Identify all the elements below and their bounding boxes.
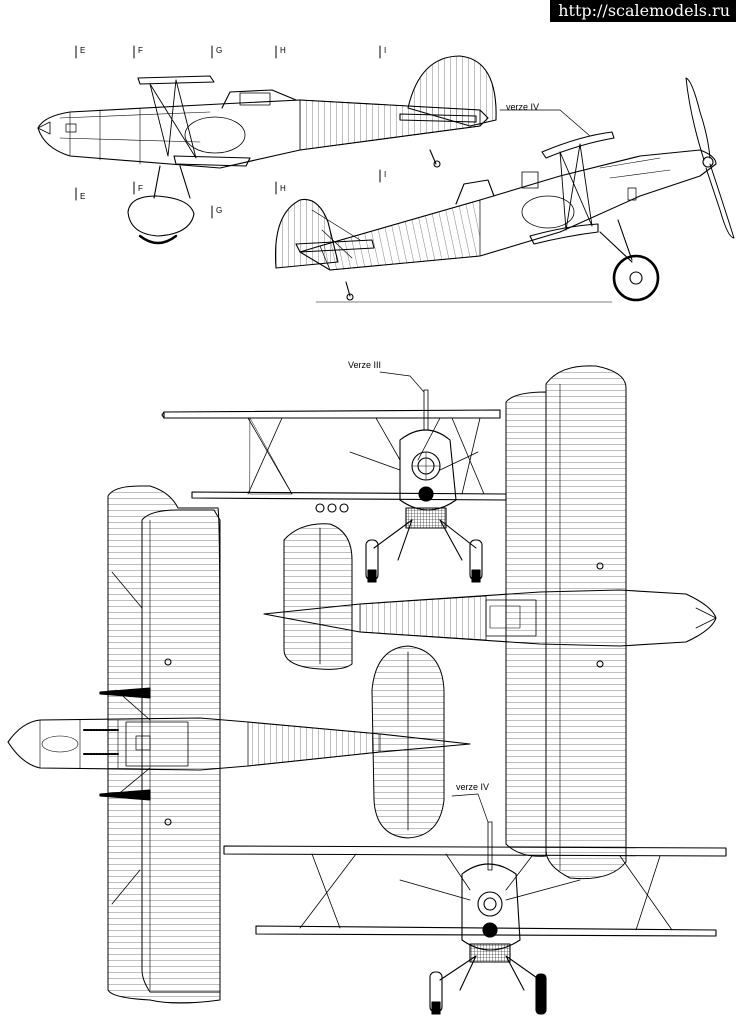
section-mark-top: E: [80, 46, 86, 55]
side-b-propeller: [685, 77, 735, 239]
side-a-lower-wing: [173, 155, 251, 167]
section-mark-bottom: F: [138, 184, 143, 193]
bottom-view: [263, 365, 717, 880]
section-mark-bottom: I: [384, 170, 387, 179]
callout-front-verze-iv: verze IV: [456, 782, 490, 792]
side-a-wheel-spat: [127, 195, 195, 237]
section-marks-top: [75, 45, 381, 219]
front-view-iii: [161, 389, 507, 583]
bottom-lower-wing: [505, 391, 547, 857]
side-b-tail-fin: [274, 198, 339, 269]
front-view-iv: [223, 821, 727, 1015]
section-mark-bottom: E: [80, 192, 86, 201]
front-iii-upper-wing: [163, 409, 501, 419]
bottom-upper-wing: [545, 365, 627, 880]
side-b-fuselage: [299, 149, 717, 271]
section-mark-top: I: [384, 46, 387, 55]
callout-leaders: [379, 109, 591, 823]
top-fuselage: [7, 717, 471, 771]
section-mark-top: G: [216, 46, 223, 55]
side-view-b: [274, 77, 735, 303]
callout-side-verze-iv: verze IV: [506, 102, 540, 112]
bottom-tailplane: [283, 523, 353, 670]
section-mark-bottom: H: [280, 184, 286, 193]
front-iv-right-wheel: [535, 973, 547, 1015]
top-lower-wing: [141, 509, 221, 993]
section-mark-top: F: [138, 46, 143, 55]
side-a-tail-fin: [407, 55, 497, 127]
front-iii-fuselage: [399, 429, 457, 511]
side-b-wheel: [612, 254, 660, 302]
side-b-upper-wing: [541, 131, 615, 159]
section-mark-top: H: [280, 46, 286, 55]
front-iii-lower-wing: [191, 491, 507, 501]
front-iv-upper-wing: [223, 845, 727, 857]
callout-front-verze-iii: Verze III: [348, 360, 382, 370]
side-view-a: [37, 55, 497, 245]
top-wheel-right: [99, 789, 151, 801]
top-wheel-left: [99, 687, 151, 699]
side-b-lower-wing: [529, 223, 599, 245]
top-view: [7, 485, 471, 1004]
front-iv-lower-wing: [255, 925, 717, 937]
watermark[interactable]: http://scalemodels.ru: [550, 0, 736, 22]
side-a-upper-wing: [137, 75, 215, 85]
section-mark-bottom: G: [216, 206, 223, 215]
top-upper-wing: [107, 485, 221, 1004]
